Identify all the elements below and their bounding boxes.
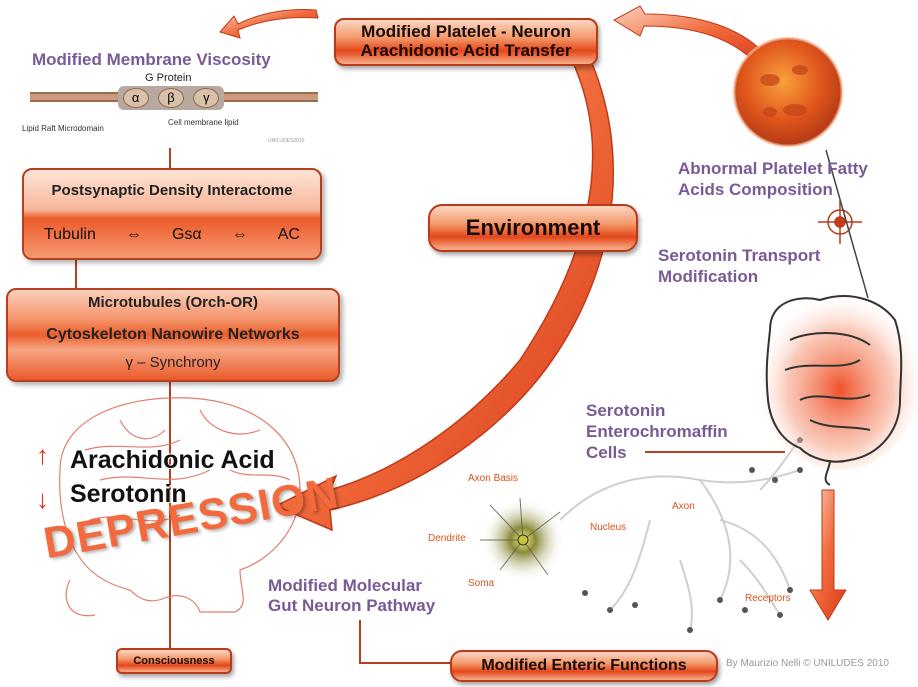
environment-box: Environment — [428, 204, 638, 252]
bidirectional-arrow-icon: ⇔ — [125, 226, 142, 243]
dendrite-label: Dendrite — [428, 533, 466, 544]
platelet-neuron-transfer-box: Modified Platelet - Neuron Arachidonic A… — [334, 18, 598, 66]
alpha-subunit: α — [122, 88, 149, 108]
synchrony-line: γ – Synchrony — [125, 354, 221, 371]
gut-pathway-label: Modified Molecular Gut Neuron Pathway — [268, 576, 435, 616]
beta-subunit: β — [157, 88, 184, 108]
down-arrow-icon: ↓ — [36, 484, 49, 514]
footer-credit: By Maurizio Nelli © UNILUDES 2010 — [726, 658, 889, 669]
psd-title: Postsynaptic Density Interactome — [51, 182, 293, 199]
tubulin-label: Tubulin — [44, 226, 96, 243]
serotonin-transport-label: Serotonin Transport Modification — [658, 245, 820, 287]
enterochromaffin-label: Serotonin Enterochromaffin Cells — [586, 400, 728, 463]
top-left-arrow — [219, 9, 319, 39]
cell-lipid-label: Cell membrane lipid — [168, 118, 239, 127]
platelet-line-2: Acids Composition — [678, 180, 833, 199]
enteric-functions-box: Modified Enteric Functions — [450, 650, 718, 682]
receptors-label: Receptors — [745, 593, 791, 604]
ec-line-1: Serotonin — [586, 401, 666, 420]
g-protein-subunits: α β γ — [118, 86, 224, 110]
ac-label: AC — [277, 226, 300, 243]
g-protein-label: G Protein — [145, 72, 192, 84]
neuron-illustration — [480, 437, 803, 633]
soma-label: Soma — [468, 578, 495, 589]
gamma-subunit: γ — [193, 88, 220, 108]
up-arrow-icon: ↑ — [36, 440, 49, 470]
title-line-2: Arachidonic Acid Transfer — [360, 41, 572, 60]
nanowire-line: Cytoskeleton Nanowire Networks — [46, 326, 300, 343]
ec-line-3: Cells — [586, 443, 627, 462]
axon-label: Axon — [672, 501, 695, 512]
serotonin-label: Serotonin — [70, 480, 187, 508]
ec-line-2: Enterochromaffin — [586, 422, 728, 441]
enteric-functions-label: Modified Enteric Functions — [481, 657, 687, 674]
arachidonic-acid-label: Arachidonic Acid — [70, 446, 275, 474]
gs-alpha-label: Gsα — [171, 226, 202, 243]
gut-line-1: Modified Molecular — [268, 576, 422, 595]
gut-line-2: Gut Neuron Pathway — [268, 596, 436, 615]
platelet-line-1: Abnormal Platelet Fatty — [678, 159, 868, 178]
platelet-composition-label: Abnormal Platelet Fatty Acids Compositio… — [678, 158, 868, 200]
membrane-heading: Modified Membrane Viscosity — [32, 50, 271, 69]
platelet-illustration — [732, 36, 844, 148]
lipid-raft-label: Lipid Raft Microdomain — [22, 124, 104, 133]
postsynaptic-density-box: Postsynaptic Density Interactome Tubulin… — [22, 168, 322, 260]
consciousness-box: Consciousness — [116, 648, 232, 674]
transport-line-2: Modification — [658, 267, 759, 286]
gut-illustration — [760, 290, 918, 486]
consciousness-label: Consciousness — [133, 655, 215, 667]
axon-basis-label: Axon Basis — [468, 473, 519, 484]
microtubules-line: Microtubules (Orch-OR) — [87, 294, 258, 311]
gut-down-arrow — [809, 489, 847, 621]
brain-illustration — [59, 397, 301, 617]
membrane-credit: UNILUDES2010 — [268, 138, 305, 144]
title-line-1: Modified Platelet - Neuron — [361, 22, 571, 41]
bidirectional-arrow-icon: ⇔ — [231, 226, 248, 243]
target-icon — [818, 200, 862, 244]
psd-row: Tubulin ⇔ Gsα ⇔ AC — [44, 226, 300, 244]
microtubules-box: Microtubules (Orch-OR) Cytoskeleton Nano… — [6, 288, 340, 382]
nucleus-label: Nucleus — [590, 522, 627, 533]
platelet-to-title-arrow — [612, 5, 771, 69]
environment-label: Environment — [465, 215, 601, 240]
environment-arrow — [274, 53, 614, 532]
transport-line-1: Serotonin Transport — [658, 246, 821, 265]
